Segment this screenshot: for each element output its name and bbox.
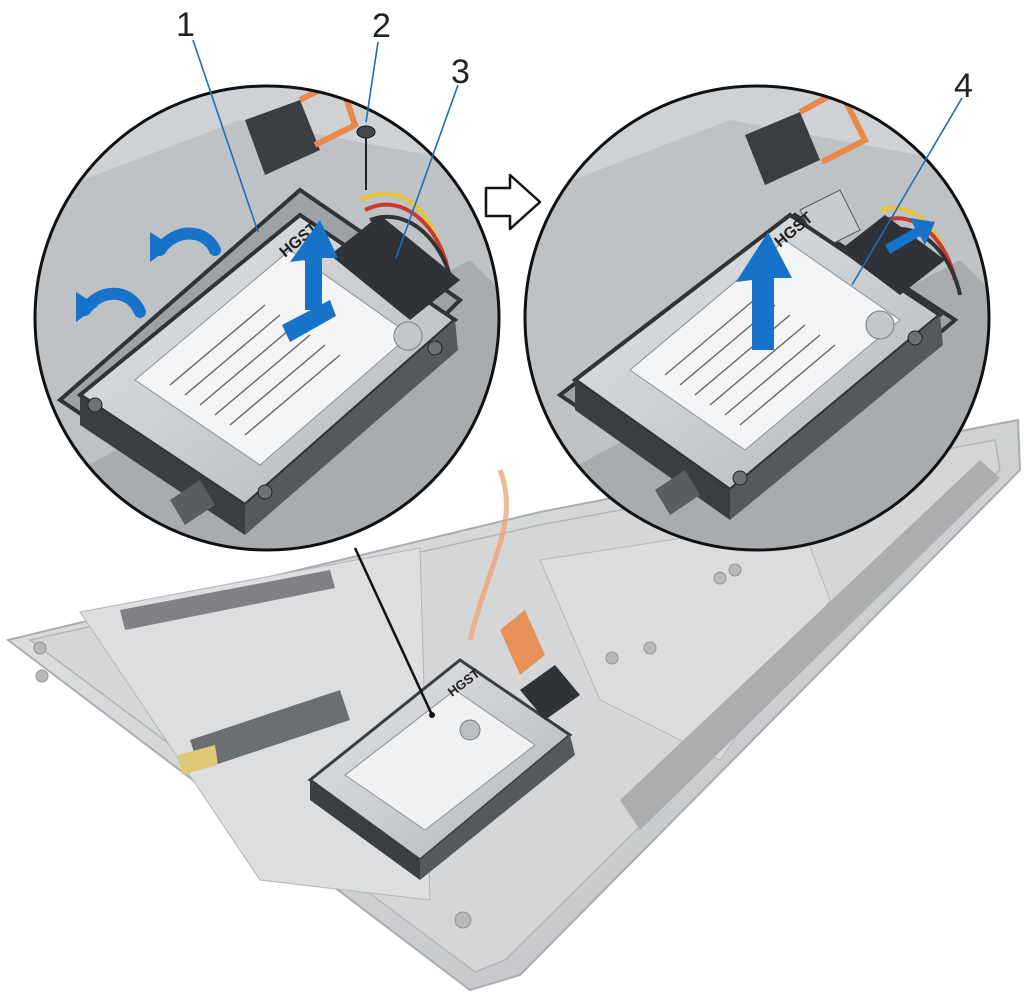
zoom-circle-right-border xyxy=(523,84,991,552)
callout-leaders xyxy=(192,39,963,286)
callout-3: 3 xyxy=(451,53,470,91)
lift-arrow-icon-right xyxy=(736,232,792,350)
lift-arrow-icon xyxy=(290,220,338,310)
rotate-arrowheads xyxy=(76,232,172,322)
slide-arrow-icon-right xyxy=(885,218,935,254)
installed-hard-drive: HGST xyxy=(307,610,580,880)
callout-4: 4 xyxy=(954,67,973,105)
panel-strip xyxy=(120,570,335,630)
zoom-view-left: HGST xyxy=(33,84,501,552)
slide-arrow-icon xyxy=(282,300,336,342)
next-step-arrow-icon xyxy=(484,173,542,231)
flex-cable xyxy=(190,690,350,770)
zoom-circle-left-border xyxy=(33,84,501,552)
callout-1: 1 xyxy=(176,6,195,44)
callout-2: 2 xyxy=(372,7,391,45)
screw-posts xyxy=(33,563,742,929)
screw-icon xyxy=(356,125,376,190)
zoom-leader-line xyxy=(353,547,434,716)
speaker-rail xyxy=(620,460,1000,830)
zoom-view-right: HGST xyxy=(523,84,991,552)
